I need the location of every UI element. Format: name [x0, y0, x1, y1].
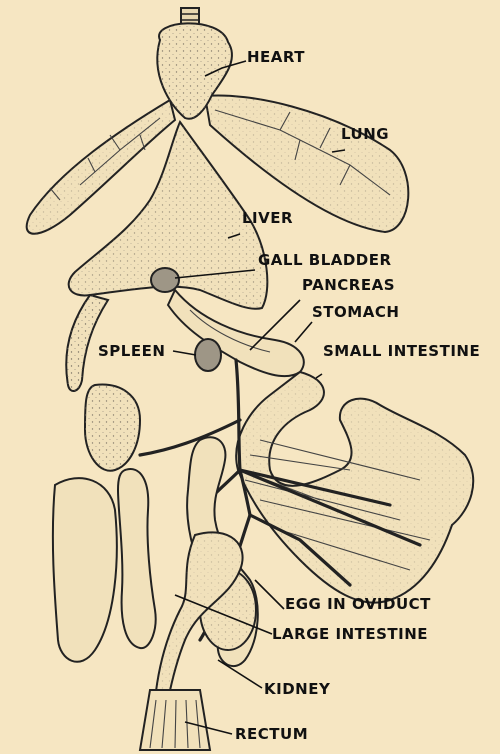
label-kidney: KIDNEY — [264, 680, 331, 698]
label-heart: HEART — [247, 48, 305, 66]
label-lung: LUNG — [341, 125, 389, 143]
label-rectum: RECTUM — [235, 725, 308, 743]
label-large-intestine: LARGE INTESTINE — [272, 625, 428, 643]
label-egg-in-oviduct: EGG IN OVIDUCT — [285, 595, 431, 613]
small-intestine-organ — [236, 372, 473, 603]
label-gall-bladder: GALL BLADDER — [258, 251, 392, 269]
spleen-organ — [195, 339, 221, 371]
rectum-organ — [140, 690, 210, 750]
label-spleen: SPLEEN — [98, 342, 165, 360]
label-stomach: STOMACH — [312, 303, 399, 321]
label-liver: LIVER — [242, 209, 293, 227]
label-small-intestine: SMALL INTESTINE — [323, 342, 480, 360]
label-pancreas: PANCREAS — [302, 276, 395, 294]
